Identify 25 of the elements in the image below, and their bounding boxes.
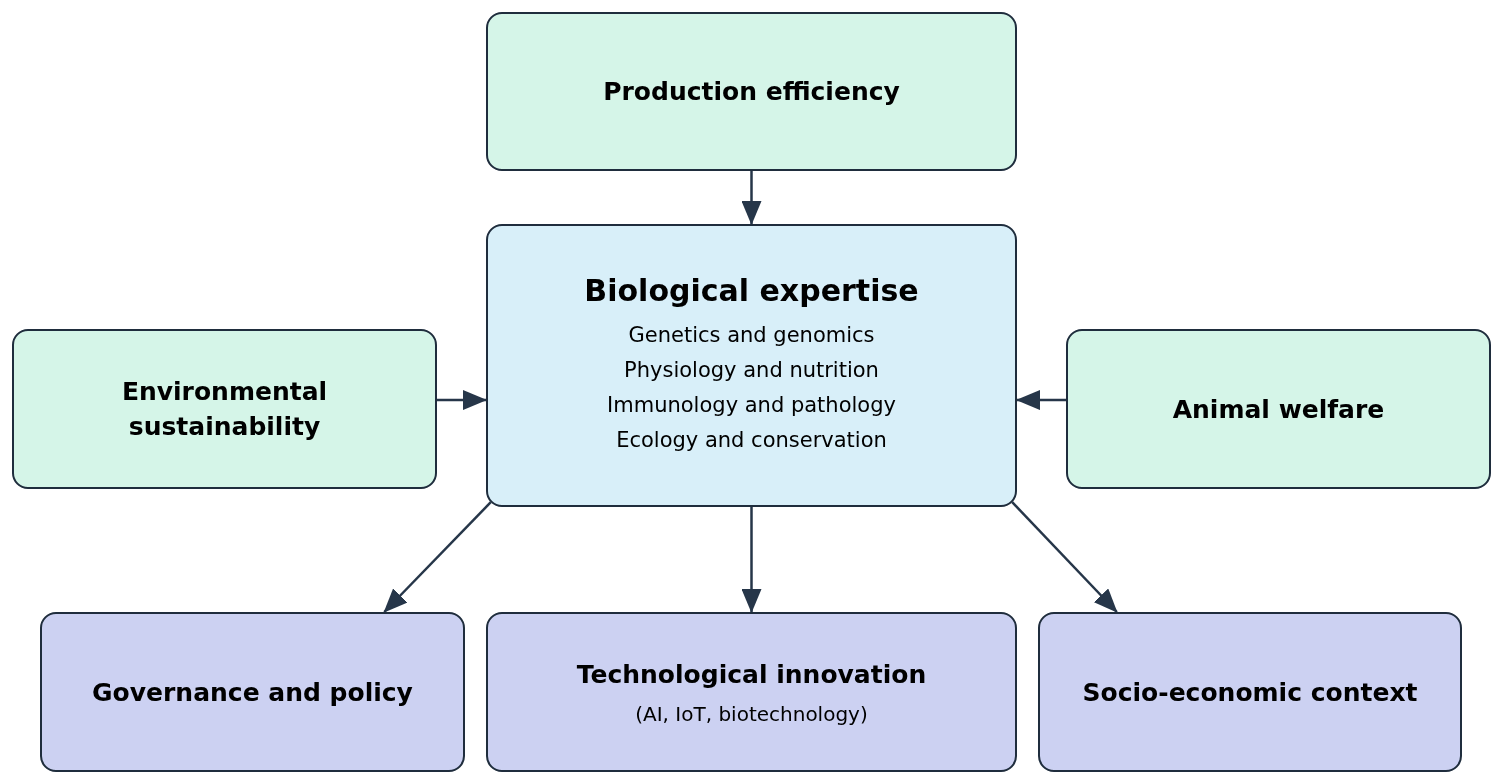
main-topic-box — [486, 224, 1017, 507]
box-title: Governance and policy — [92, 676, 413, 709]
box-title: Production efficiency — [603, 76, 900, 108]
box-title: Socio-economic context — [1082, 676, 1418, 709]
arrow — [1011, 501, 1118, 613]
arrow — [1016, 390, 1066, 411]
box-title: Biological expertise — [584, 273, 919, 308]
box-title: Environmental sustainability — [120, 376, 329, 443]
list-item: Ecology and conservation — [616, 427, 887, 454]
box-title: Animal welfare — [1172, 393, 1385, 426]
arrow — [741, 507, 762, 613]
arrow — [437, 390, 487, 411]
topic-box — [1066, 329, 1491, 489]
topic-box — [1038, 612, 1462, 772]
box-title: Technological innovation — [576, 658, 927, 691]
box-subtitle: (AI, IoT, biotechnology) — [635, 700, 868, 728]
list-item: Immunology and pathology — [607, 392, 896, 419]
list-item: Genetics and genomics — [628, 322, 875, 349]
list-item: Physiology and nutrition — [624, 357, 879, 384]
topic-box — [486, 12, 1017, 171]
arrow — [741, 171, 762, 225]
arrow — [383, 501, 492, 613]
topic-box — [40, 612, 465, 772]
topic-box — [486, 612, 1017, 772]
topic-box — [12, 329, 437, 489]
